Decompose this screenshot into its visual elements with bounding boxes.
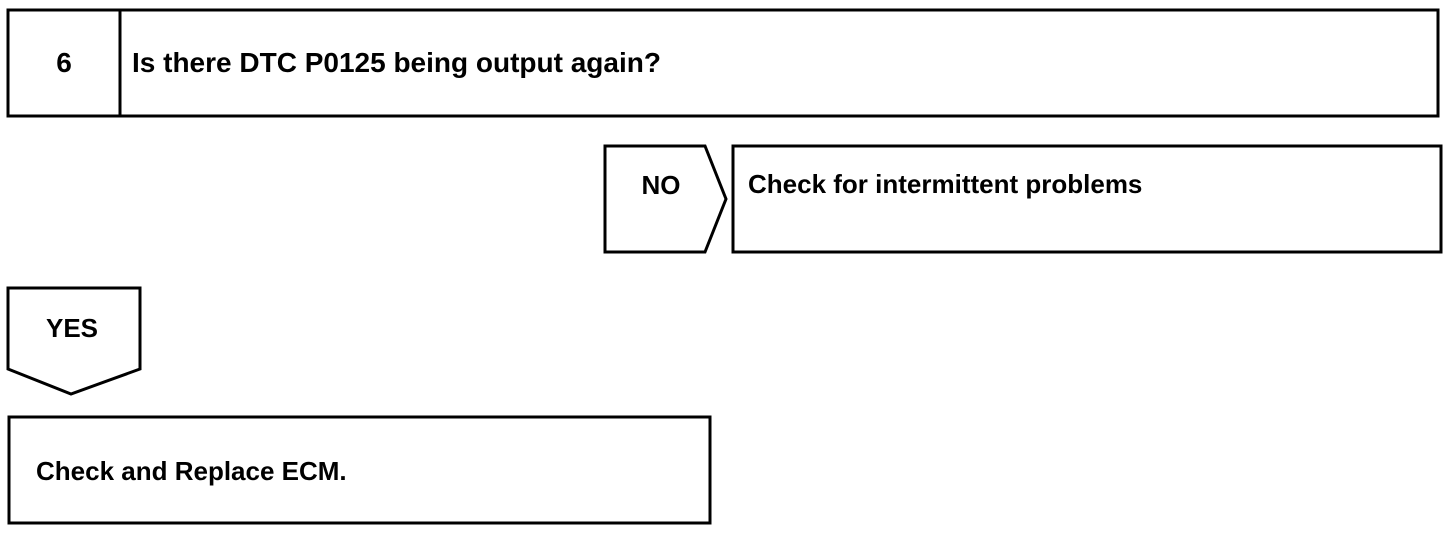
no-branch: NO Check for intermittent problems (603, 144, 1443, 254)
no-arrow (603, 144, 728, 254)
yes-branch: YES Check and Replace ECM. (6, 286, 712, 525)
step-header: 6 Is there DTC P0125 being output again? (6, 8, 1440, 118)
yes-result-text: Check and Replace ECM. (36, 456, 347, 486)
yes-label: YES (46, 313, 98, 343)
step-number: 6 (56, 47, 72, 78)
step-question-box (118, 8, 1440, 118)
yes-arrow (6, 286, 142, 396)
step-question: Is there DTC P0125 being output again? (132, 47, 661, 78)
no-result-text: Check for intermittent problems (748, 169, 1142, 199)
no-label: NO (642, 170, 681, 200)
yes-result-box (7, 415, 712, 525)
no-result-box (731, 144, 1443, 254)
step-number-box (6, 8, 122, 118)
